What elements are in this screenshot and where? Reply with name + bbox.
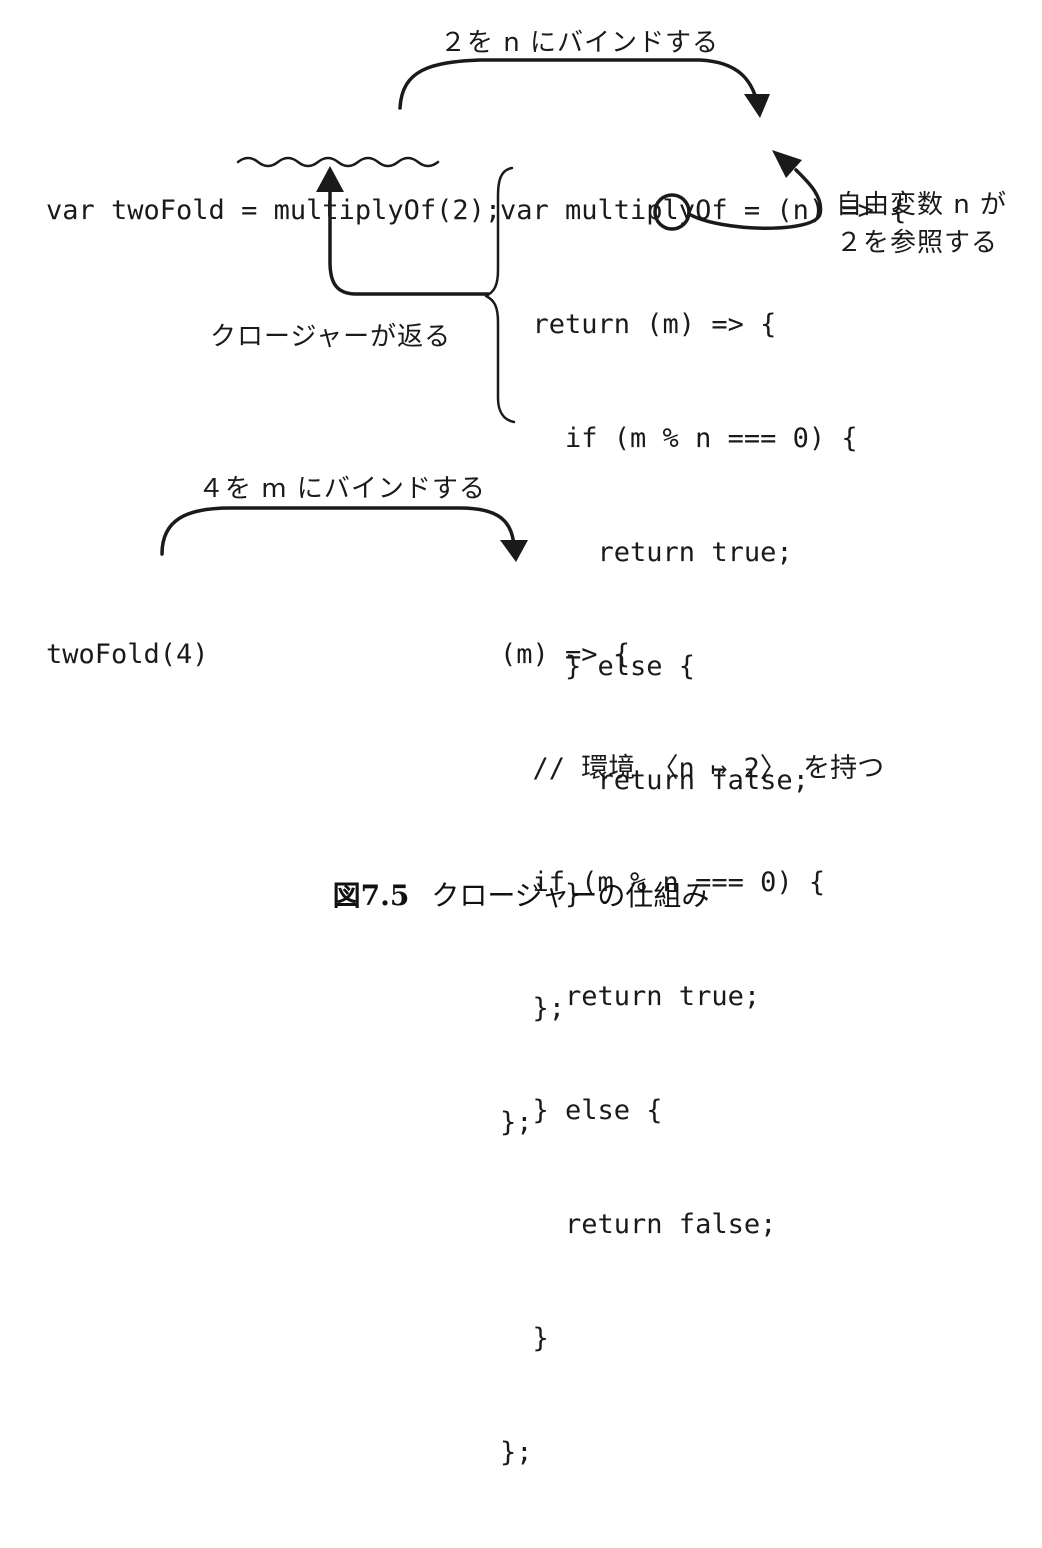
figure-caption: 図7.5 クロージャーの仕組み: [0, 874, 1042, 914]
bind-n-arrow: [398, 58, 759, 110]
code-line: return (m) => {: [500, 309, 777, 340]
code-line: } else {: [500, 1095, 663, 1126]
free-variable-circle: [653, 193, 691, 231]
code-line: (m) => {: [500, 639, 631, 670]
free-variable-arrowhead: [772, 150, 802, 178]
bind-m-arrow: [160, 506, 516, 556]
closure-returned-arrow: [328, 184, 490, 296]
call-squiggle: [236, 156, 440, 168]
bind-m-label: ４を m にバインドする: [198, 474, 486, 504]
code-line: var twoFold = multiplyOf(2);: [46, 195, 502, 226]
bind-m-arrowhead: [500, 540, 528, 562]
diagram-arrows: [160, 58, 823, 562]
figure-number: 図7.5: [332, 879, 410, 912]
closure-brace: [484, 166, 516, 424]
closure-diagram: var twoFold = multiplyOf(2); var multipl…: [0, 28, 1042, 1468]
bind-n-arrowhead: [744, 94, 770, 118]
code-line: return true;: [500, 537, 793, 568]
twofold-declaration: var twoFold = multiplyOf(2);: [46, 116, 501, 306]
free-variable-arrow: [687, 168, 823, 230]
code-line: return false;: [500, 1209, 777, 1240]
code-line: if (m % n === 0) {: [500, 423, 858, 454]
closure-returned-label: クロージャーが返る: [210, 322, 452, 352]
free-variable-label-line1: 自由変数 n が: [836, 190, 1008, 220]
code-line: }: [500, 879, 582, 910]
free-variable-label-line2: ２を参照する: [836, 228, 999, 258]
closure-returned-arrowhead: [316, 166, 344, 192]
code-line: };: [500, 1437, 533, 1468]
bind-n-label: ２を n にバインドする: [440, 28, 720, 58]
code-line: }: [500, 1323, 549, 1354]
code-line: return false;: [500, 765, 809, 796]
code-line: return true;: [500, 981, 761, 1012]
code-line: // 環境 〈n ↦ 2〉 を持つ: [500, 753, 885, 784]
figure-title: クロージャーの仕組み: [431, 879, 710, 912]
code-line: } else {: [500, 651, 696, 682]
code-line: if (m % n === 0) {: [500, 867, 826, 898]
twofold-call: twoFold(4): [46, 560, 209, 750]
code-line: twoFold(4): [46, 639, 209, 670]
